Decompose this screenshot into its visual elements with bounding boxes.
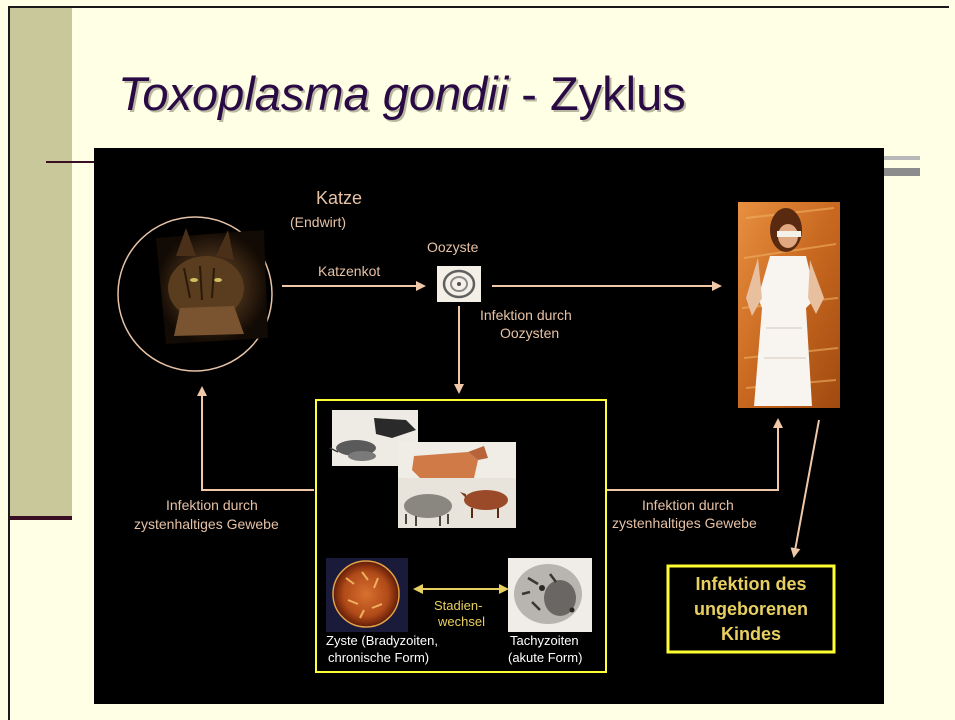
cat-label: Katze [316, 188, 362, 208]
right-tissue-infection-arrow [606, 420, 778, 490]
oocyst-image [437, 266, 481, 302]
oocyst-infection-label-1: Infektion durch [480, 307, 572, 323]
title-suffix: - Zyklus [508, 67, 686, 120]
right-decor-bar [884, 156, 920, 160]
right-decor-bar [884, 168, 920, 176]
lifecycle-diagram: Katze (Endwirt) Katzenkot Oozyste Infekt… [94, 148, 884, 704]
left-decor-band [10, 8, 72, 518]
left-infection-label-2: zystenhaltiges Gewebe [134, 516, 279, 532]
cyst-caption-1: Zyste (Bradyzoiten, [326, 633, 438, 648]
right-infection-label-2: zystenhaltiges Gewebe [612, 515, 757, 531]
cat-sublabel: (Endwirt) [290, 214, 346, 230]
stage-change-label-2: wechsel [437, 614, 485, 629]
cyst-image [326, 558, 408, 632]
left-decor-line [10, 516, 72, 520]
lifecycle-svg: Katze (Endwirt) Katzenkot Oozyste Infekt… [94, 148, 884, 704]
stage-change-label-1: Stadien- [434, 598, 482, 613]
cyst-caption-2: chronische Form) [328, 650, 429, 665]
slide-frame-top [8, 6, 949, 8]
unborn-label-1: Infektion des [695, 574, 806, 594]
oocyst-infection-label-2: Oozysten [500, 325, 559, 341]
unborn-label-2: ungeborenen [694, 599, 808, 619]
unborn-label-3: Kindes [721, 624, 781, 644]
tachy-caption-1: Tachyzoiten [510, 633, 579, 648]
tachy-caption-2: (akute Form) [508, 650, 582, 665]
title-species: Toxoplasma gondii [118, 67, 508, 120]
cat-image [156, 228, 268, 344]
left-tissue-infection-arrow [202, 388, 314, 490]
right-infection-label-1: Infektion durch [642, 497, 734, 513]
left-infection-label-1: Infektion durch [166, 497, 258, 513]
slide-title: Toxoplasma gondii - Zyklus [118, 66, 686, 121]
pregnant-woman-image [738, 202, 840, 408]
tachyzoite-image [508, 558, 592, 632]
oocyst-label: Oozyste [427, 239, 479, 255]
sheep-pig-image [398, 478, 516, 528]
feces-label: Katzenkot [318, 263, 380, 279]
human-to-fetus-arrow [794, 420, 819, 556]
